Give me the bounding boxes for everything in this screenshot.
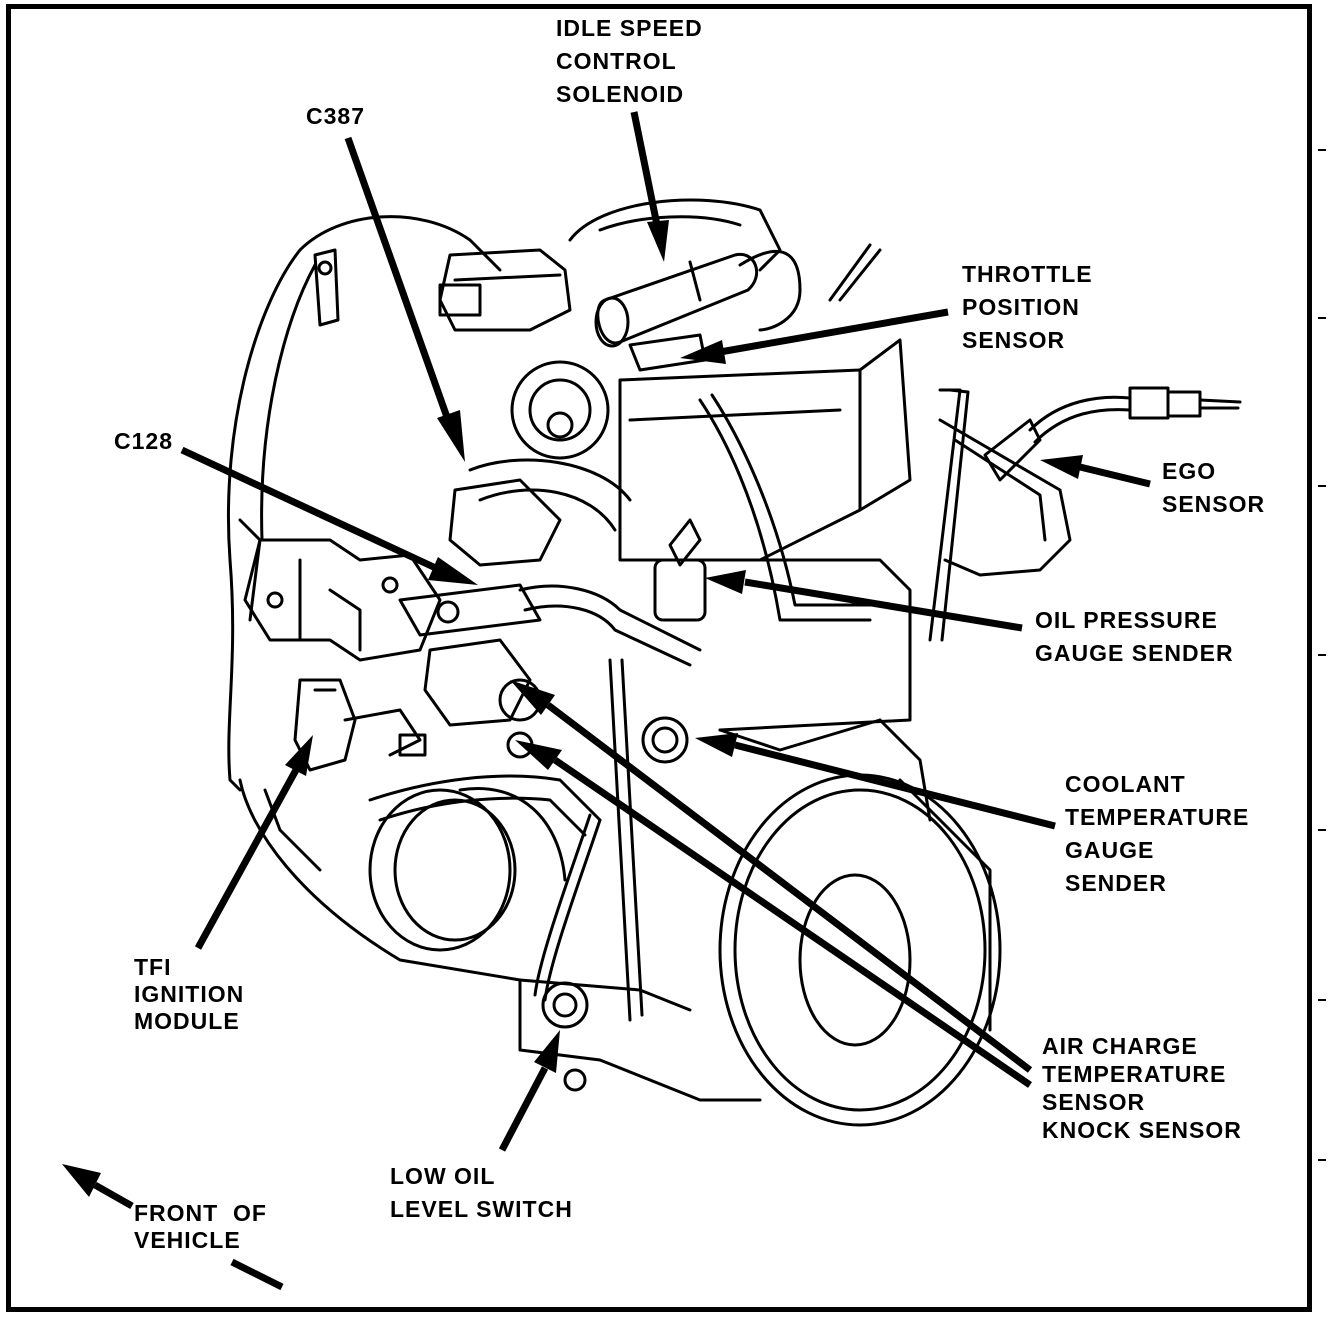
arrow-throttle (719, 308, 949, 356)
label-c128: C128 (114, 428, 173, 454)
arrow-idle-speed (630, 111, 661, 226)
arrow-knock (553, 757, 1032, 1088)
arrow-tfi (194, 768, 300, 950)
arrow-front-of-vehicle (93, 1181, 134, 1210)
diagram-frame (6, 4, 1312, 1312)
engine-illustration (226, 198, 1242, 1127)
arrow-low-oil (498, 1066, 549, 1152)
label-c387: C387 (306, 103, 365, 129)
arrow-oil-pressure (744, 578, 1023, 632)
front-dash (230, 1258, 284, 1291)
edge-ticks (1318, 149, 1326, 1161)
leader-arrows (62, 111, 1151, 1291)
arrow-c387 (344, 136, 452, 422)
arrow-ego (1079, 463, 1151, 488)
arrow-c128 (180, 446, 442, 574)
arrow-air-charge (545, 702, 1033, 1073)
arrow-coolant (734, 741, 1056, 830)
